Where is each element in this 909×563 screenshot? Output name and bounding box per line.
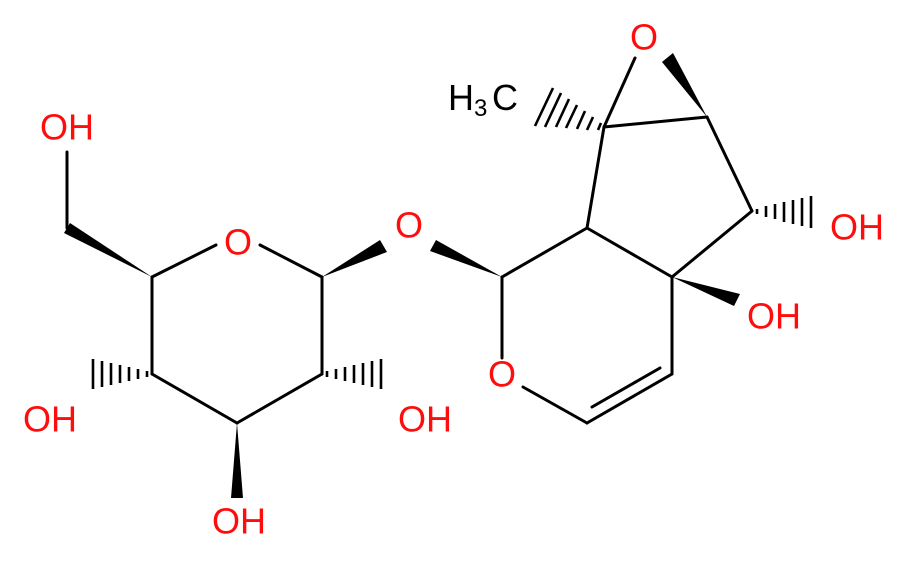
bridgehead-oh-label: OH [747,296,801,337]
ch2oh-label: OH [40,107,94,148]
bond-c8-epo [602,56,637,129]
methyl-label: H 3 C [448,77,518,122]
bond-c3-c4 [150,372,239,425]
bond-c8-c7 [602,115,709,129]
wedge-c7-epo [662,53,707,117]
glucose-ring-o-label: O [224,222,252,263]
c4-oh-label: OH [23,399,77,440]
hash-c4-oh [91,359,149,389]
bond-c3-c4-double-outer [585,372,674,425]
hash-c8-methyl [533,87,603,131]
cyclopentane-oh-label: OH [830,207,884,248]
methyl-subscript: 3 [474,95,487,122]
bond-o5-c1 [258,243,324,279]
hash-c6-oh [755,196,813,228]
glycosidic-o-label: O [395,205,423,246]
bond-c1p-c9 [500,226,589,279]
bond-c5-c9 [585,226,674,279]
bond-c2-c3 [235,372,324,425]
bond-c7-c6 [705,115,754,213]
wedge-c5-c6 [64,223,152,277]
wedge-c1p-o [430,240,502,277]
bond-o-c3 [521,385,589,425]
hash-c2-oh [325,359,383,389]
bond-c9-c8 [585,125,606,230]
methyl-h: H [448,77,474,118]
bond-c5-o5 [150,243,218,279]
wedge-c3-oh [231,423,243,498]
c2-oh-label: OH [398,399,452,440]
bond-c3-c4-double-inner [590,366,662,409]
c3-oh-label: OH [212,501,266,542]
wedge-c5-oh [672,277,740,306]
methyl-c: C [492,77,518,118]
bond-c6-c5 [670,209,754,279]
wedge-c1-o [322,240,387,277]
epoxide-o-label: O [630,17,658,58]
pyran-ring-o-label: O [488,354,516,395]
